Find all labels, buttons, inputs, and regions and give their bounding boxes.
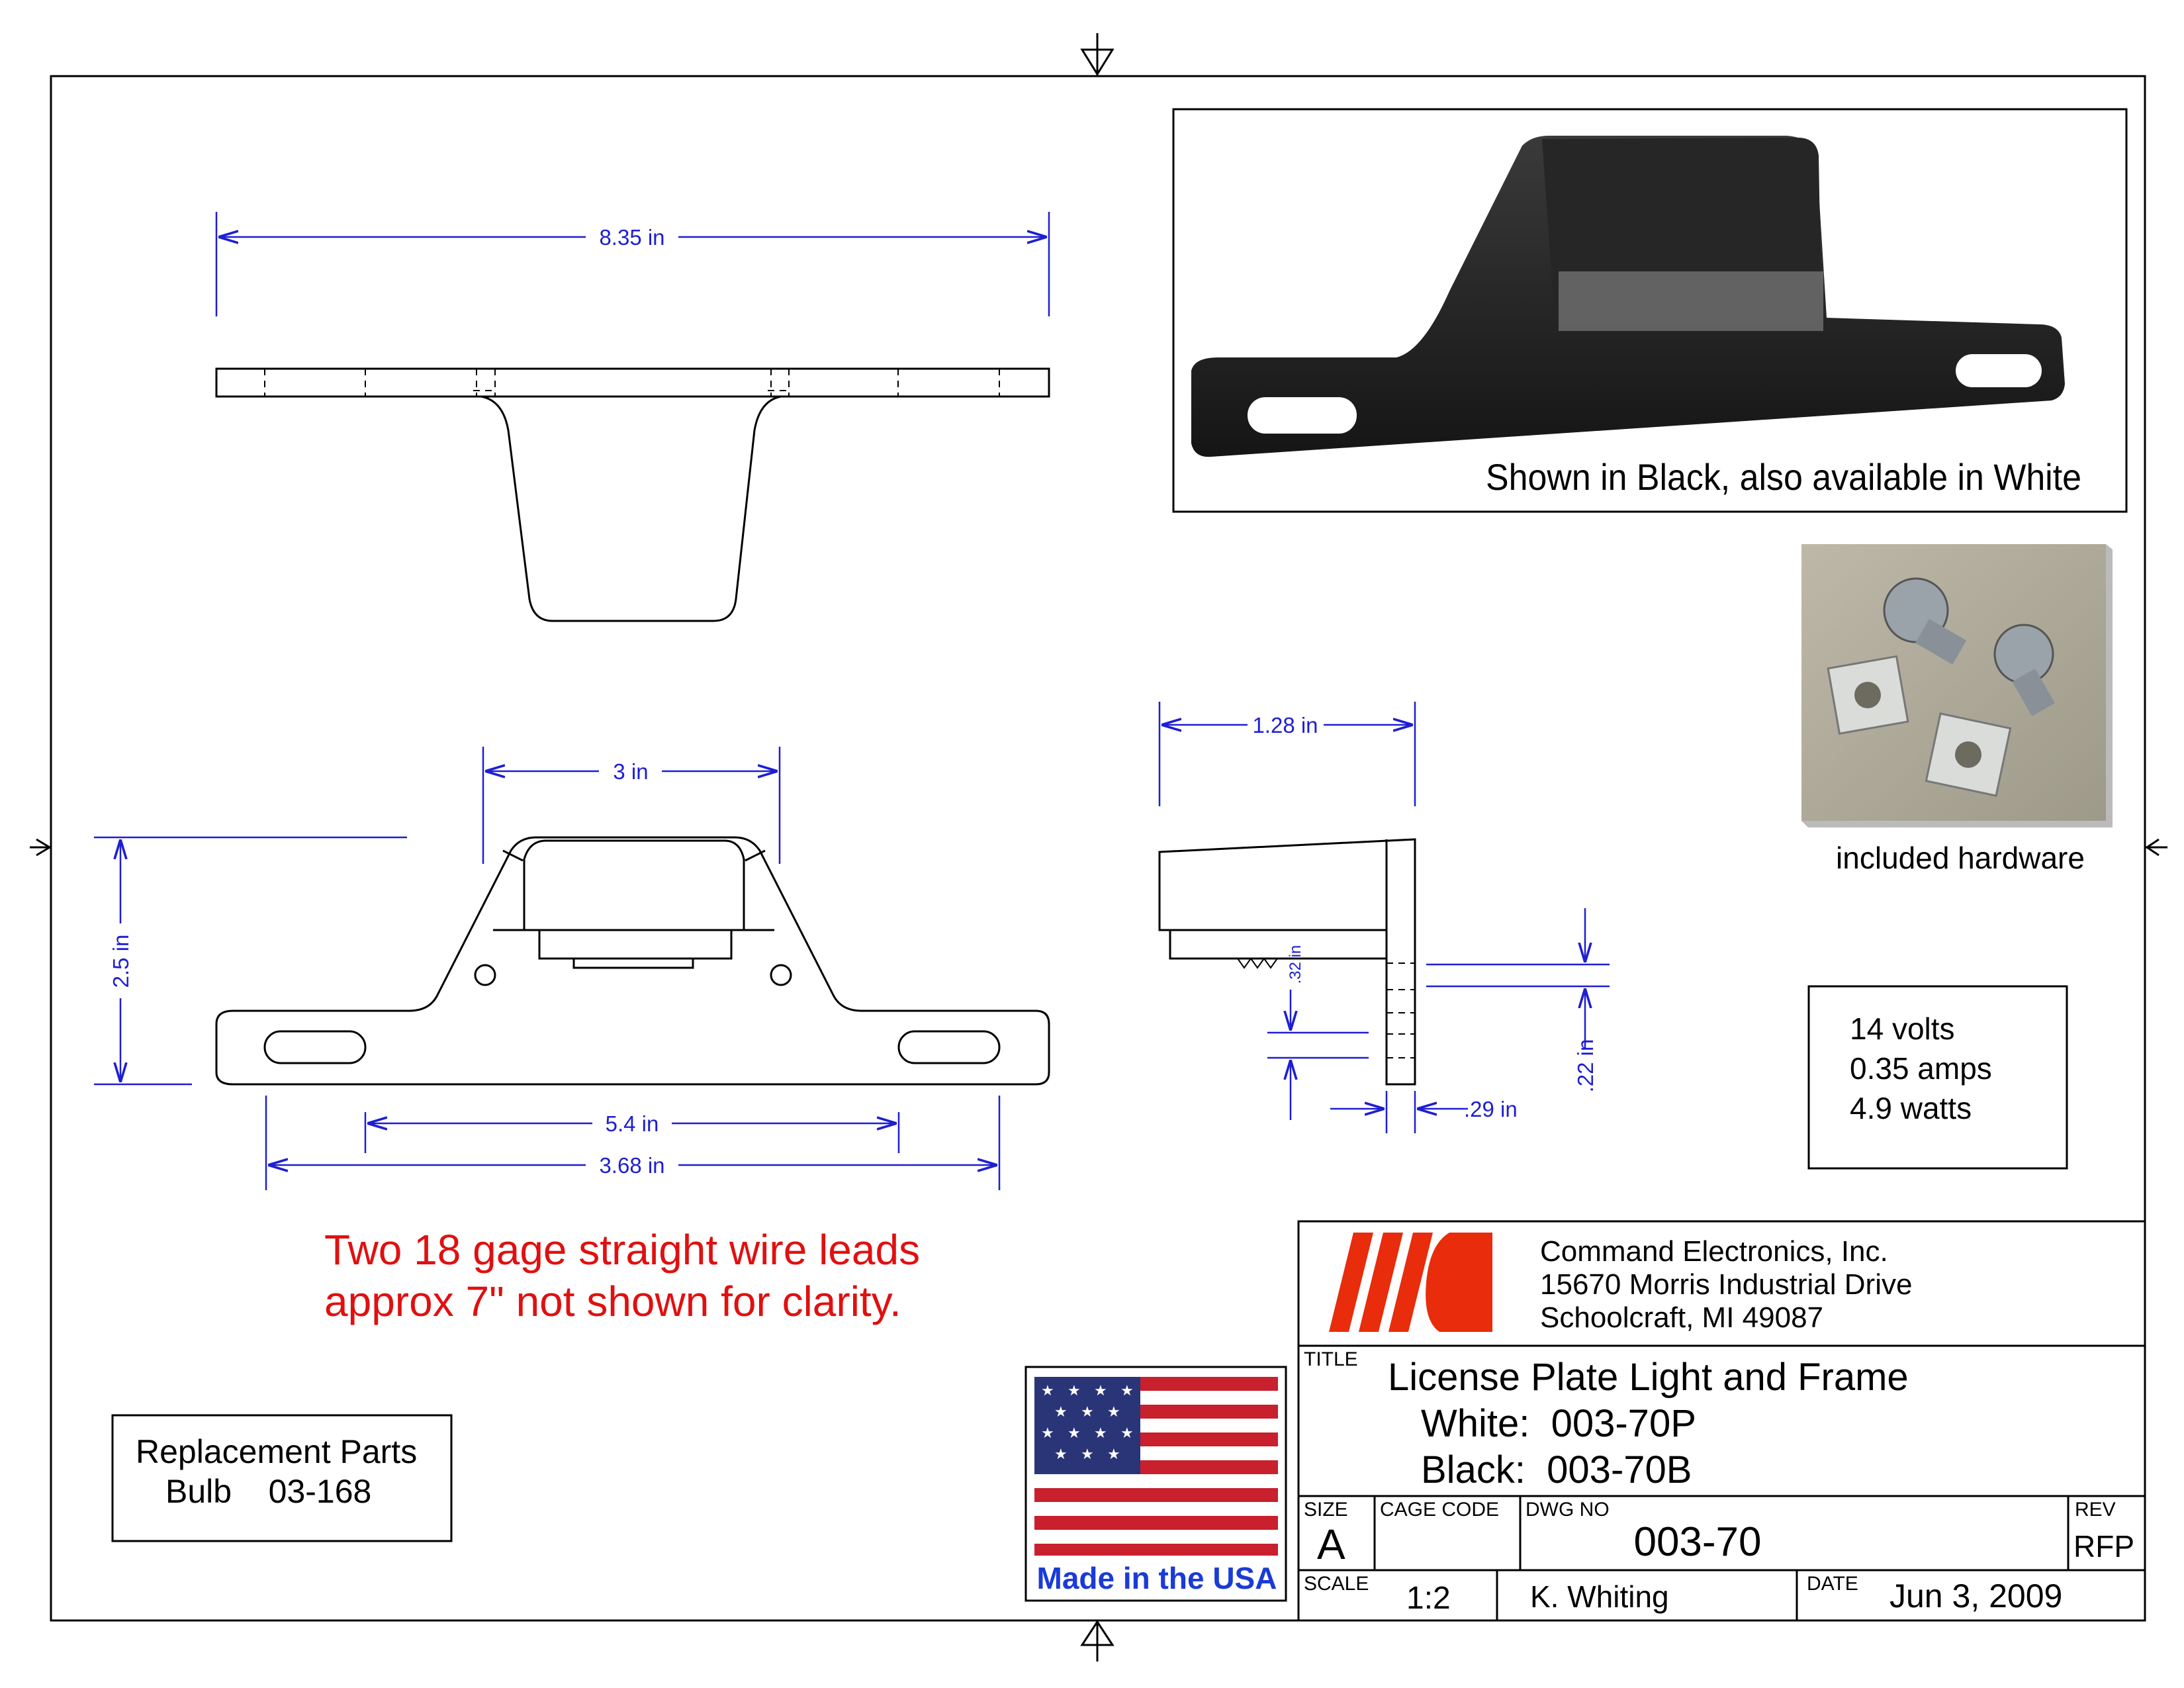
dimension-slot-spacing: 5.4 in (364, 1111, 900, 1153)
drawing-border (30, 33, 2167, 1662)
wire-note: Two 18 gage straight wire leads approx 7… (324, 1226, 920, 1325)
svg-text:★: ★ (1120, 1383, 1134, 1399)
title-black-part: Black: 003-70B (1421, 1448, 1692, 1491)
company-name: Command Electronics, Inc. (1540, 1235, 1888, 1268)
svg-text:★: ★ (1081, 1404, 1094, 1421)
company-city: Schoolcraft, MI 49087 (1540, 1301, 1823, 1334)
svg-text:★: ★ (1107, 1404, 1120, 1421)
date-value: Jun 3, 2009 (1889, 1577, 2062, 1615)
dimension-side-thickness: .32 in (1267, 945, 1369, 1120)
title-white-part: White: 003-70P (1421, 1402, 1696, 1445)
title-block: Command Electronics, Inc. 15670 Morris I… (1297, 1220, 2146, 1622)
dwg-no-label: DWG NO (1525, 1499, 1610, 1521)
svg-text:★: ★ (1094, 1425, 1107, 1442)
rev-value: RFP (2073, 1529, 2134, 1564)
dim-label-height: 2.5 in (109, 935, 133, 988)
wire-note-line-2: approx 7" not shown for clarity. (324, 1278, 901, 1325)
svg-text:★: ★ (1068, 1383, 1081, 1399)
photo-caption: Shown in Black, also available in White (1486, 456, 2081, 498)
spec-watts: 4.9 watts (1850, 1091, 1972, 1125)
replacement-parts-box: Replacement Parts Bulb 03-168 (111, 1414, 453, 1542)
dimension-height: 2.5 in (94, 836, 407, 1086)
dim-label-side-offset: .22 in (1573, 1039, 1598, 1093)
wire-note-line-1: Two 18 gage straight wire leads (324, 1226, 920, 1274)
hardware-photo: included hardware (1801, 544, 2113, 875)
svg-text:★: ★ (1054, 1404, 1068, 1421)
title-label: TITLE (1304, 1348, 1358, 1370)
dimension-side-plate: .29 in (1330, 1091, 1518, 1133)
product-photo: Shown in Black, also available in White (1172, 108, 2128, 513)
dimension-side-depth: 1.28 in (1158, 702, 1416, 806)
svg-text:★: ★ (1041, 1425, 1054, 1442)
dim-label-slot-outer: 3.68 in (599, 1153, 664, 1178)
front-view (215, 836, 1050, 1086)
side-view (1158, 838, 1416, 1086)
dimension-lamp-width: 3 in (482, 747, 781, 864)
svg-text:★: ★ (1081, 1446, 1094, 1463)
date-label: DATE (1807, 1573, 1858, 1595)
dimension-overall-width: 8.35 in (215, 212, 1050, 316)
size-value: A (1317, 1521, 1345, 1568)
dim-label-lamp-width: 3 in (613, 759, 648, 784)
size-label: SIZE (1304, 1499, 1348, 1521)
scale-label: SCALE (1304, 1573, 1369, 1595)
dim-label-overall-width: 8.35 in (599, 225, 664, 250)
spec-amps: 0.35 amps (1850, 1051, 1992, 1086)
hardware-caption: included hardware (1836, 841, 2085, 875)
svg-text:★: ★ (1054, 1446, 1068, 1463)
svg-text:★: ★ (1107, 1446, 1120, 1463)
flag-caption: Made in the USA (1037, 1561, 1277, 1595)
rev-label: REV (2075, 1499, 2116, 1521)
cage-code-label: CAGE CODE (1380, 1499, 1499, 1521)
dimension-slot-outer: 3.68 in (265, 1096, 1001, 1190)
dim-label-side-thickness: .32 in (1287, 945, 1304, 984)
replacement-title: Replacement Parts (136, 1433, 417, 1470)
dim-label-side-depth: 1.28 in (1252, 713, 1318, 737)
dimension-side-offset: .22 in (1426, 908, 1610, 1092)
spec-volts: 14 volts (1850, 1011, 1955, 1046)
electrical-specs: 14 volts 0.35 amps 4.9 watts (1807, 985, 2068, 1170)
svg-text:★: ★ (1041, 1383, 1054, 1399)
svg-text:★: ★ (1120, 1425, 1134, 1442)
scale-value: 1:2 (1406, 1581, 1451, 1616)
usa-flag: ★★★★ ★★★ ★★★★ ★★★ Made in the USA (1024, 1366, 1287, 1602)
replacement-bulb: Bulb 03-168 (165, 1473, 371, 1510)
drawn-by: K. Whiting (1530, 1579, 1669, 1614)
top-view (215, 367, 1050, 622)
svg-text:★: ★ (1094, 1383, 1107, 1399)
svg-text:★: ★ (1068, 1425, 1081, 1442)
dim-label-slot-spacing: 5.4 in (606, 1111, 659, 1136)
company-address: 15670 Morris Industrial Drive (1540, 1268, 1912, 1301)
dim-label-side-plate: .29 in (1464, 1097, 1518, 1121)
drawing-title: License Plate Light and Frame (1388, 1356, 1909, 1399)
dwg-no-value: 003-70 (1633, 1519, 1761, 1565)
company-logo (1329, 1233, 1492, 1332)
